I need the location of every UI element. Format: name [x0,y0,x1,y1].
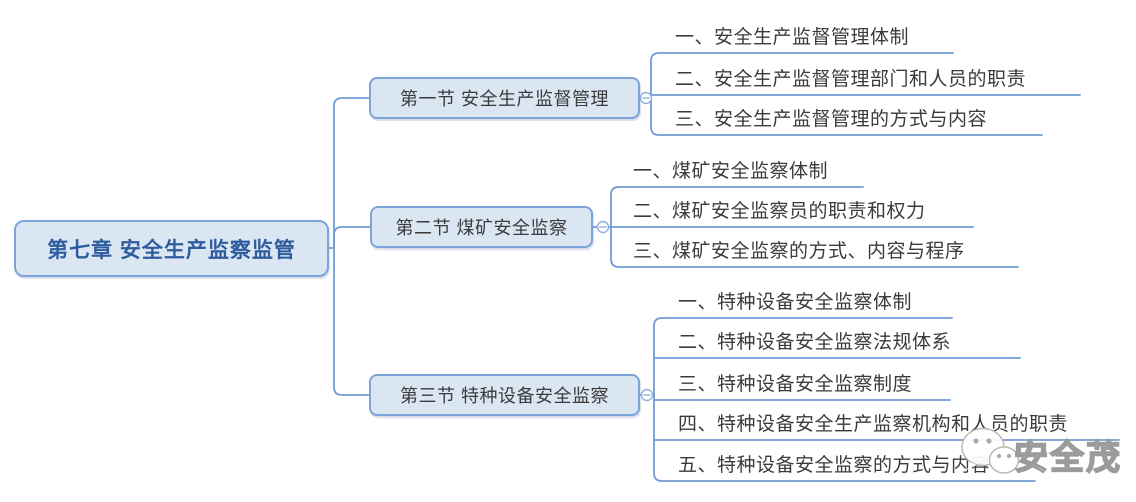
leaf-topic[interactable]: 三、特种设备安全监察制度 [678,374,913,395]
leaf-topic[interactable]: 三、煤矿安全监察的方式、内容与程序 [633,241,965,262]
connector-root-branch1 [333,97,370,249]
root-node-chapter[interactable]: 第七章 安全生产监察监管 [14,220,329,277]
leaf-topic[interactable]: 一、安全生产监督管理体制 [675,27,910,48]
leaf-topic[interactable]: 二、安全生产监督管理部门和人员的职责 [675,69,1027,90]
branch-node-section2[interactable]: 第二节 煤矿安全监察 [370,206,593,248]
leaf-topic[interactable]: 二、煤矿安全监察员的职责和权力 [633,201,926,222]
connector-branch2-leaf1 [610,186,864,228]
connector-branch3-leaf5 [653,394,1036,482]
connector-branch2-leaf3 [610,226,1019,268]
collapse-toggle-branch1[interactable] [639,91,653,105]
leaf-topic[interactable]: 三、安全生产监督管理的方式与内容 [675,109,988,130]
connector-branch1-leaf1 [650,52,954,99]
leaf-topic[interactable]: 一、特种设备安全监察体制 [678,292,913,313]
leaf-topic[interactable]: 一、煤矿安全监察体制 [633,161,829,182]
branch-node-section3[interactable]: 第三节 特种设备安全监察 [369,374,640,416]
collapse-toggle-branch2[interactable] [596,220,610,234]
connector-root-branch3 [333,247,370,396]
collapse-toggle-branch3[interactable] [640,388,654,402]
branch-node-section1[interactable]: 第一节 安全生产监督管理 [369,77,640,119]
leaf-topic[interactable]: 二、特种设备安全监察法规体系 [678,332,952,353]
leaf-topic[interactable]: 四、特种设备安全生产监察机构和人员的职责 [678,414,1069,435]
connector-branch1-leaf3 [650,97,1043,136]
leaf-topic[interactable]: 五、特种设备安全监察的方式与内容 [678,455,991,476]
connector-branch3-leaf1 [653,317,953,396]
connector-root-branch2 [333,226,371,249]
